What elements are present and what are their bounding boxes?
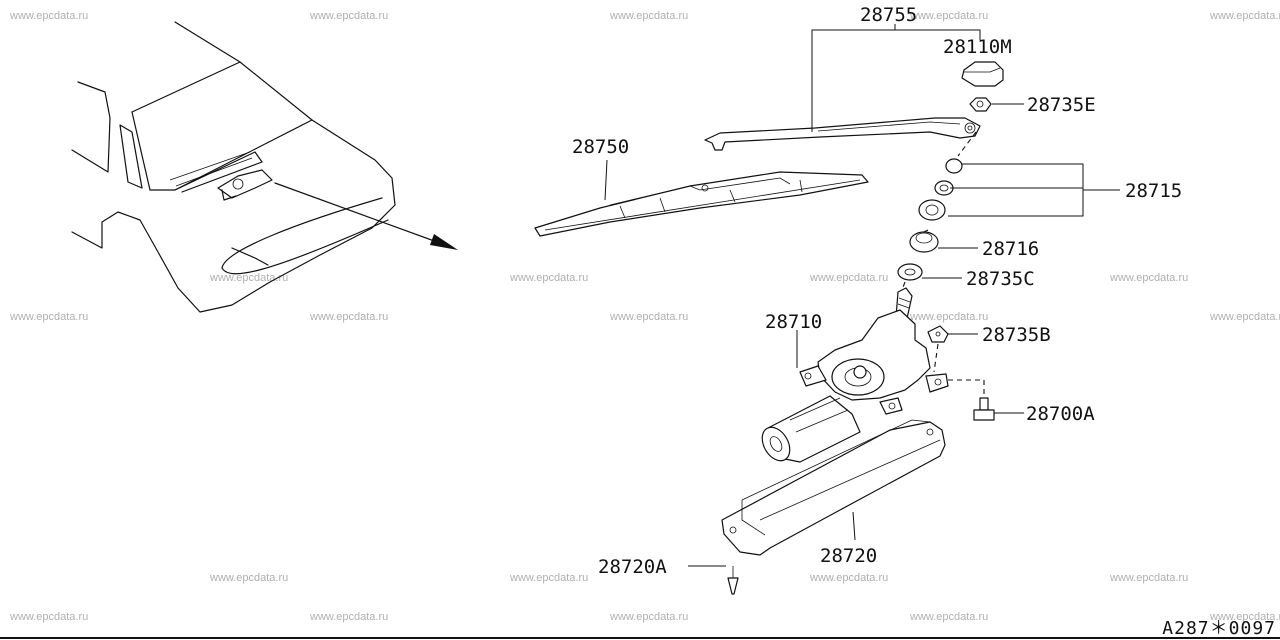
bolt-28700A[interactable]	[973, 397, 995, 421]
watermark: www.epcdata.ru	[810, 572, 889, 584]
watermark: www.epcdata.ru	[610, 311, 689, 323]
watermark: www.epcdata.ru	[210, 572, 289, 584]
watermark: www.epcdata.ru	[910, 311, 989, 323]
clip-28735B[interactable]	[927, 325, 949, 343]
clip-28720A[interactable]	[727, 566, 739, 595]
watermark: www.epcdata.ru	[1210, 311, 1280, 323]
diagram-code: A287＊0097	[1162, 618, 1276, 639]
label-28710[interactable]: 28710	[765, 311, 822, 333]
label-28720[interactable]: 28720	[820, 545, 877, 567]
watermark: www.epcdata.ru	[610, 611, 689, 623]
watermark: www.epcdata.ru	[1110, 272, 1189, 284]
watermark: www.epcdata.ru	[1210, 10, 1280, 22]
watermark: www.epcdata.ru	[310, 311, 389, 323]
watermark: www.epcdata.ru	[10, 611, 89, 623]
watermark: www.epcdata.ru	[910, 611, 989, 623]
watermark: www.epcdata.ru	[310, 10, 389, 22]
label-28716[interactable]: 28716	[982, 238, 1039, 260]
watermark: www.epcdata.ru	[1210, 611, 1280, 623]
watermark: www.epcdata.ru	[310, 611, 389, 623]
seal-set-28715[interactable]	[918, 158, 963, 221]
watermark: www.epcdata.ru	[10, 311, 89, 323]
label-28700A[interactable]: 28700A	[1026, 403, 1095, 425]
label-28735E[interactable]: 28735E	[1027, 94, 1096, 116]
cap-28110M[interactable]	[961, 61, 1004, 87]
label-28735C[interactable]: 28735C	[966, 268, 1035, 290]
cover-28720[interactable]	[721, 419, 946, 556]
watermark: www.epcdata.ru	[610, 10, 689, 22]
watermark: www.epcdata.ru	[910, 10, 989, 22]
label-28755[interactable]: 28755	[860, 4, 917, 26]
watermark: www.epcdata.ru	[1110, 572, 1189, 584]
watermark: www.epcdata.ru	[510, 272, 589, 284]
label-28715[interactable]: 28715	[1125, 180, 1182, 202]
wiper-blade-28750[interactable]	[534, 171, 869, 237]
nut-28735E[interactable]	[969, 97, 992, 112]
watermark: www.epcdata.ru	[810, 272, 889, 284]
label-28750[interactable]: 28750	[572, 136, 629, 158]
vehicle-rear-view	[71, 21, 458, 313]
label-28110M[interactable]: 28110M	[943, 36, 1012, 58]
watermark: www.epcdata.ru	[510, 572, 589, 584]
washer-28735C[interactable]	[897, 263, 923, 281]
label-28735B[interactable]: 28735B	[982, 324, 1051, 346]
grommet-28716[interactable]	[909, 231, 939, 253]
watermark: www.epcdata.ru	[210, 272, 289, 284]
watermark: www.epcdata.ru	[10, 10, 89, 22]
wiper-arm-28755[interactable]	[704, 117, 981, 151]
wiper-motor-28710[interactable]	[757, 287, 949, 466]
label-28720A[interactable]: 28720A	[598, 556, 667, 578]
